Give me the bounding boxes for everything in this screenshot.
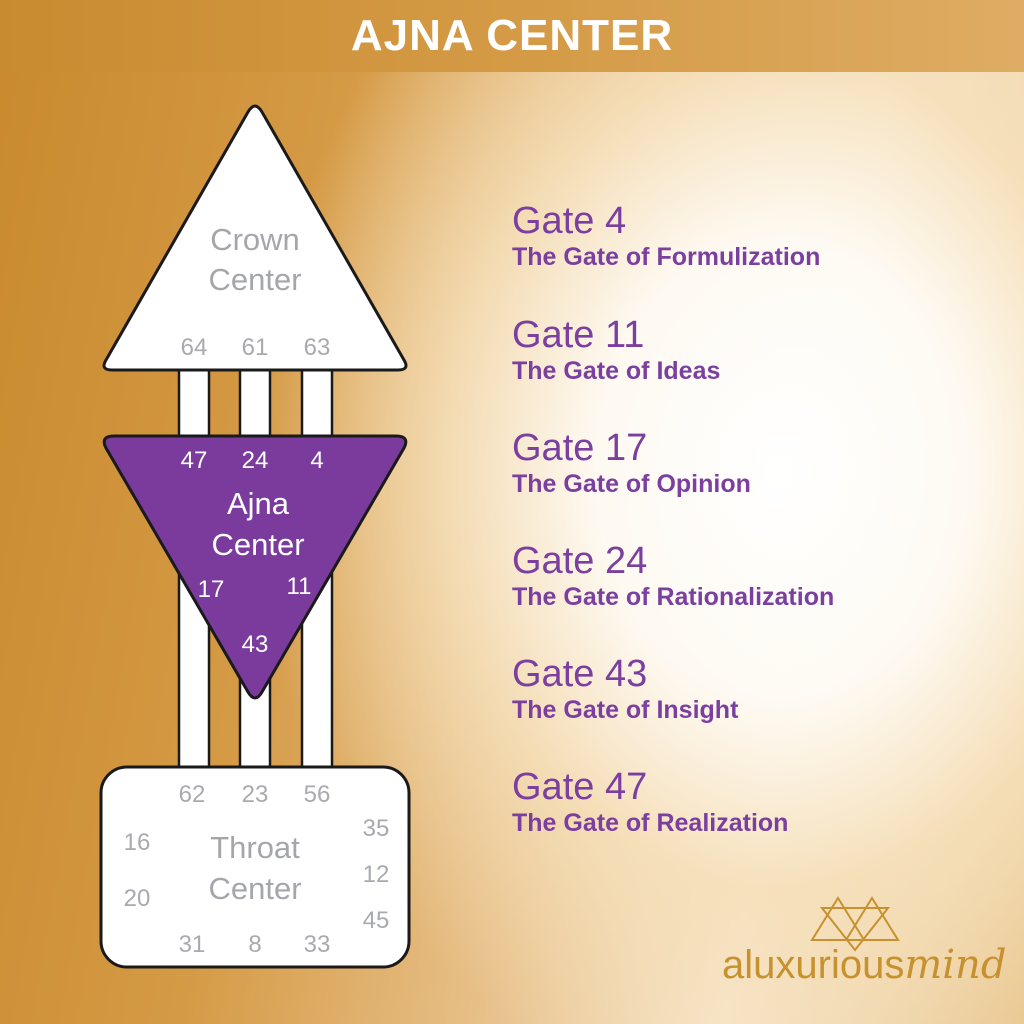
crown-gate: 63 bbox=[304, 334, 331, 361]
crown-triangle bbox=[102, 104, 408, 372]
header-bar: AJNA CENTER bbox=[0, 0, 1024, 72]
gate-subtitle: The Gate of Ideas bbox=[512, 357, 721, 385]
ajna-gate: 43 bbox=[242, 631, 269, 658]
gate-subtitle: The Gate of Formulization bbox=[512, 243, 821, 271]
ajna-label-line2: Center bbox=[211, 527, 304, 562]
ajna-gate: 4 bbox=[310, 447, 323, 474]
ajna-gate: 47 bbox=[181, 447, 208, 474]
throat-gate: 45 bbox=[363, 907, 390, 934]
gate-subtitle: The Gate of Realization bbox=[512, 809, 789, 837]
throat-box bbox=[99, 765, 411, 969]
ajna-triangle bbox=[102, 434, 408, 700]
ajna-gate: 24 bbox=[242, 447, 269, 474]
gate-item: Gate 4 The Gate of Formulization bbox=[512, 200, 1012, 272]
crown-gate: 61 bbox=[242, 334, 269, 361]
gate-item: Gate 11 The Gate of Ideas bbox=[512, 314, 1012, 386]
throat-label-line1: Throat bbox=[210, 830, 300, 865]
brand-logo: aluxuriousmind bbox=[712, 892, 1012, 1002]
gate-subtitle: The Gate of Opinion bbox=[512, 470, 751, 498]
gate-item: Gate 43 The Gate of Insight bbox=[512, 653, 1012, 725]
throat-gate: 31 bbox=[179, 931, 206, 958]
throat-label-line2: Center bbox=[208, 871, 301, 906]
throat-gate: 23 bbox=[242, 781, 269, 808]
gate-item: Gate 24 The Gate of Rationalization bbox=[512, 540, 1012, 612]
ajna-center: 47 24 4 Ajna Center 17 11 43 bbox=[102, 434, 408, 700]
ajna-gate: 11 bbox=[287, 573, 312, 600]
crown-label-line2: Center bbox=[208, 262, 301, 297]
crown-gate: 64 bbox=[181, 334, 208, 361]
throat-gate: 20 bbox=[124, 885, 151, 912]
logo-triangles-icon bbox=[810, 896, 900, 952]
throat-gate: 35 bbox=[363, 815, 390, 842]
page-title: AJNA CENTER bbox=[350, 11, 674, 60]
gate-title: Gate 47 bbox=[512, 766, 648, 808]
throat-gate: 12 bbox=[363, 861, 390, 888]
brand-name-part1: aluxurious bbox=[722, 943, 905, 987]
throat-gate: 62 bbox=[179, 781, 206, 808]
gate-subtitle: The Gate of Rationalization bbox=[512, 583, 835, 611]
throat-gate: 33 bbox=[304, 931, 331, 958]
throat-center: 62 23 56 16 20 35 12 45 31 8 33 Throat C… bbox=[99, 765, 411, 969]
gate-subtitle: The Gate of Insight bbox=[512, 696, 739, 724]
gate-item: Gate 17 The Gate of Opinion bbox=[512, 427, 1012, 499]
crown-label-line1: Crown bbox=[210, 222, 300, 257]
gate-title: Gate 43 bbox=[512, 653, 648, 695]
brand-name-part2: mind bbox=[904, 942, 1007, 988]
gate-title: Gate 17 bbox=[512, 427, 648, 469]
ajna-gate: 17 bbox=[198, 576, 225, 603]
brand-name: aluxuriousmind bbox=[722, 942, 1006, 988]
throat-gate: 56 bbox=[304, 781, 331, 808]
crown-center: Crown Center 64 61 63 bbox=[102, 104, 408, 372]
gate-title: Gate 4 bbox=[512, 200, 627, 242]
gate-title: Gate 11 bbox=[512, 314, 645, 356]
gate-item: Gate 47 The Gate of Realization bbox=[512, 766, 1012, 838]
ajna-label-line1: Ajna bbox=[227, 486, 290, 521]
gate-title: Gate 24 bbox=[512, 540, 648, 582]
throat-gate: 8 bbox=[248, 931, 261, 958]
throat-gate: 16 bbox=[124, 829, 151, 856]
